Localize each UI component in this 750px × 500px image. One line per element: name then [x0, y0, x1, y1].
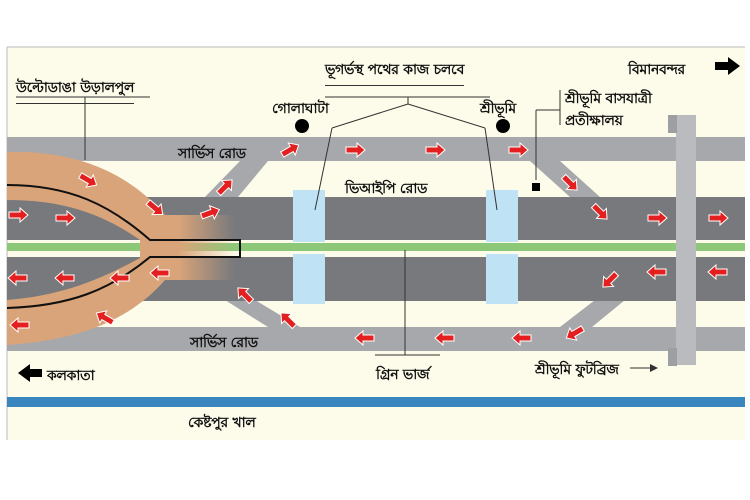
footbridge-cap-top [668, 115, 677, 133]
flyover-edge [6, 184, 241, 309]
footbridge-cap-bottom [668, 348, 677, 366]
sribhumi-marker [496, 119, 510, 133]
traffic-direction-arrow-icon [8, 206, 29, 224]
traffic-direction-arrow-icon [354, 329, 375, 347]
traffic-direction-arrow-icon [646, 263, 667, 281]
traffic-direction-arrow-icon [280, 142, 300, 158]
keshtopur-canal [7, 397, 745, 407]
traffic-direction-arrow-icon [237, 287, 255, 305]
traffic-direction-arrow-icon [145, 199, 164, 216]
golaghata-marker [295, 119, 309, 133]
slip-road-bottom-right [560, 300, 625, 327]
bus-shelter-label: শ্রীভূমি বাসযাত্রী প্রতীক্ষালয় [565, 91, 652, 129]
traffic-direction-arrow-icon [9, 316, 30, 334]
footbridge-pointer-icon [650, 364, 658, 372]
golaghata-label: গোলাঘাটা [272, 101, 329, 117]
airport-label: বিমানবন্দর [628, 62, 685, 78]
traffic-direction-arrow-icon [707, 263, 728, 281]
kolkata-label: কলকাতা [47, 368, 95, 384]
traffic-direction-arrow-icon [511, 329, 532, 347]
underpass-sribhumi-bottom [486, 254, 518, 304]
traffic-arrows [7, 141, 729, 347]
traffic-direction-arrow-icon [590, 202, 608, 220]
traffic-direction-arrow-icon [565, 325, 585, 341]
underpass-sribhumi-top [486, 190, 518, 242]
bus-shelter-marker [532, 183, 540, 191]
green-verge [7, 243, 745, 251]
traffic-direction-arrow-icon [7, 269, 28, 287]
arrow-right-icon [715, 57, 740, 75]
traffic-direction-arrow-icon [345, 141, 366, 159]
canal-label: কেষ্টপুর খাল [188, 415, 256, 431]
traffic-direction-arrow-icon [508, 141, 529, 159]
service-road-top-label: সার্ভিস রোড [178, 146, 246, 162]
traffic-direction-arrow-icon [647, 209, 668, 227]
service-road-bottom [7, 327, 745, 351]
traffic-direction-arrow-icon [54, 269, 75, 287]
traffic-direction-arrow-icon [560, 173, 578, 191]
traffic-direction-arrow-icon [425, 141, 446, 159]
traffic-direction-arrow-icon [55, 209, 76, 227]
underpass-golaghata-top [293, 190, 325, 242]
green-verge-label: গ্রিন ভার্জ [376, 367, 430, 383]
traffic-direction-arrow-icon [280, 312, 298, 330]
vip-road-label: ভিআইপি রোড [345, 181, 428, 197]
traffic-direction-arrow-icon [434, 329, 455, 347]
leader-lines [16, 90, 655, 369]
traffic-direction-arrow-icon [215, 179, 233, 197]
arrow-left-icon [18, 364, 42, 382]
traffic-direction-arrow-icon [708, 209, 729, 227]
traffic-direction-arrow-icon [95, 310, 115, 326]
flyover-label: উল্টোডাঙা উড়ালপুল [16, 76, 134, 104]
traffic-direction-arrow-icon [78, 172, 98, 188]
sribhumi-label: শ্রীভূমি [480, 101, 516, 117]
traffic-direction-arrow-icon [149, 264, 170, 282]
traffic-direction-arrow-icon [602, 270, 620, 288]
sribhumi-footbridge [676, 115, 696, 365]
underpass-golaghata-bottom [293, 254, 325, 304]
footbridge-label: শ্রীভূমি ফুটব্রিজ [535, 362, 619, 378]
underground-work-label: ভূগর্ভস্থ পথের কাজ চলবে [325, 58, 464, 86]
ultadanga-flyover [7, 151, 235, 345]
traffic-direction-arrow-icon [199, 204, 221, 221]
service-road-top [7, 137, 745, 161]
traffic-direction-arrow-icon [109, 269, 130, 287]
service-road-bottom-label: সার্ভিস রোড [190, 335, 258, 351]
